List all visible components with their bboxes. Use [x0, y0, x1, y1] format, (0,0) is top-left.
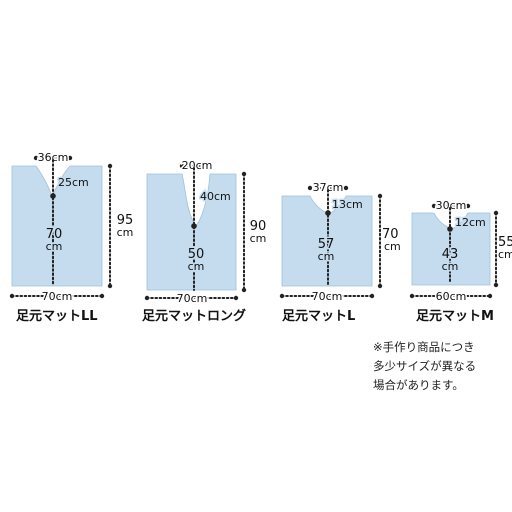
mat-l: 37cm 13cm 57 cm 70 cm 70cm 足元マットL — [279, 180, 402, 324]
mat-m: 30cm 12cm 43 cm 55 cm 60cm 足元マットM — [409, 198, 512, 324]
mat-long-shape — [146, 173, 237, 291]
mat-ll: 36cm 25cm 70 cm 95 cm 70cm 足元マットLL — [9, 150, 135, 324]
mat-m-center-length: 43 — [442, 247, 459, 262]
mat-long-center-length: 50 — [188, 247, 205, 262]
mat-long-width: 70cm — [177, 292, 208, 305]
note-line: ※手作り商品につき — [373, 340, 475, 354]
mat-long-name: 足元マットロング — [142, 308, 246, 324]
mat-ll-height: 95 — [117, 213, 134, 228]
mat-ll-top-width: 36cm — [38, 151, 69, 164]
mat-long-center-length-unit: cm — [188, 260, 205, 273]
mat-m-notch-depth: 12cm — [455, 216, 486, 229]
mat-m-shape — [411, 212, 491, 286]
mat-m-top-width: 30cm — [436, 199, 467, 212]
mat-m-width: 60cm — [436, 290, 467, 303]
mat-l-height: 70 — [382, 227, 399, 242]
mat-l-center-length-unit: cm — [318, 250, 335, 263]
mat-m-center-length-unit: cm — [442, 260, 459, 273]
mat-long-height: 90 — [250, 219, 267, 234]
note-line: 場合があります。 — [373, 378, 464, 392]
mat-m-name: 足元マットM — [416, 309, 494, 324]
mat-ll-center-length: 70 — [46, 227, 63, 242]
mat-ll-height-unit: cm — [117, 226, 134, 239]
mat-m-height-unit: cm — [498, 248, 512, 261]
mat-ll-width: 70cm — [42, 290, 73, 303]
mat-ll-center-length-unit: cm — [46, 240, 63, 253]
mat-l-top-width: 37cm — [313, 181, 344, 194]
mat-long-top-width: 20cm — [182, 159, 213, 172]
mat-long-notch-depth: 40cm — [200, 190, 231, 203]
handmade-note: ※手作り商品につき 多少サイズが異なる 場合があります。 — [373, 338, 512, 395]
mat-l-width: 70cm — [312, 290, 343, 303]
mat-l-center-length: 57 — [318, 237, 335, 252]
mat-l-height-unit: cm — [384, 240, 401, 253]
mat-long: 20cm 40cm 50 cm 90 cm 70cm 足元マットロング — [142, 158, 268, 325]
mat-ll-name: 足元マットLL — [16, 309, 98, 324]
mat-l-notch-depth: 13cm — [332, 198, 363, 211]
note-line: 多少サイズが異なる — [373, 359, 477, 373]
mat-m-height: 55 — [498, 235, 512, 250]
mat-l-name: 足元マットL — [282, 309, 355, 324]
mat-ll-notch-depth: 25cm — [58, 176, 89, 189]
mat-long-height-unit: cm — [250, 232, 267, 245]
